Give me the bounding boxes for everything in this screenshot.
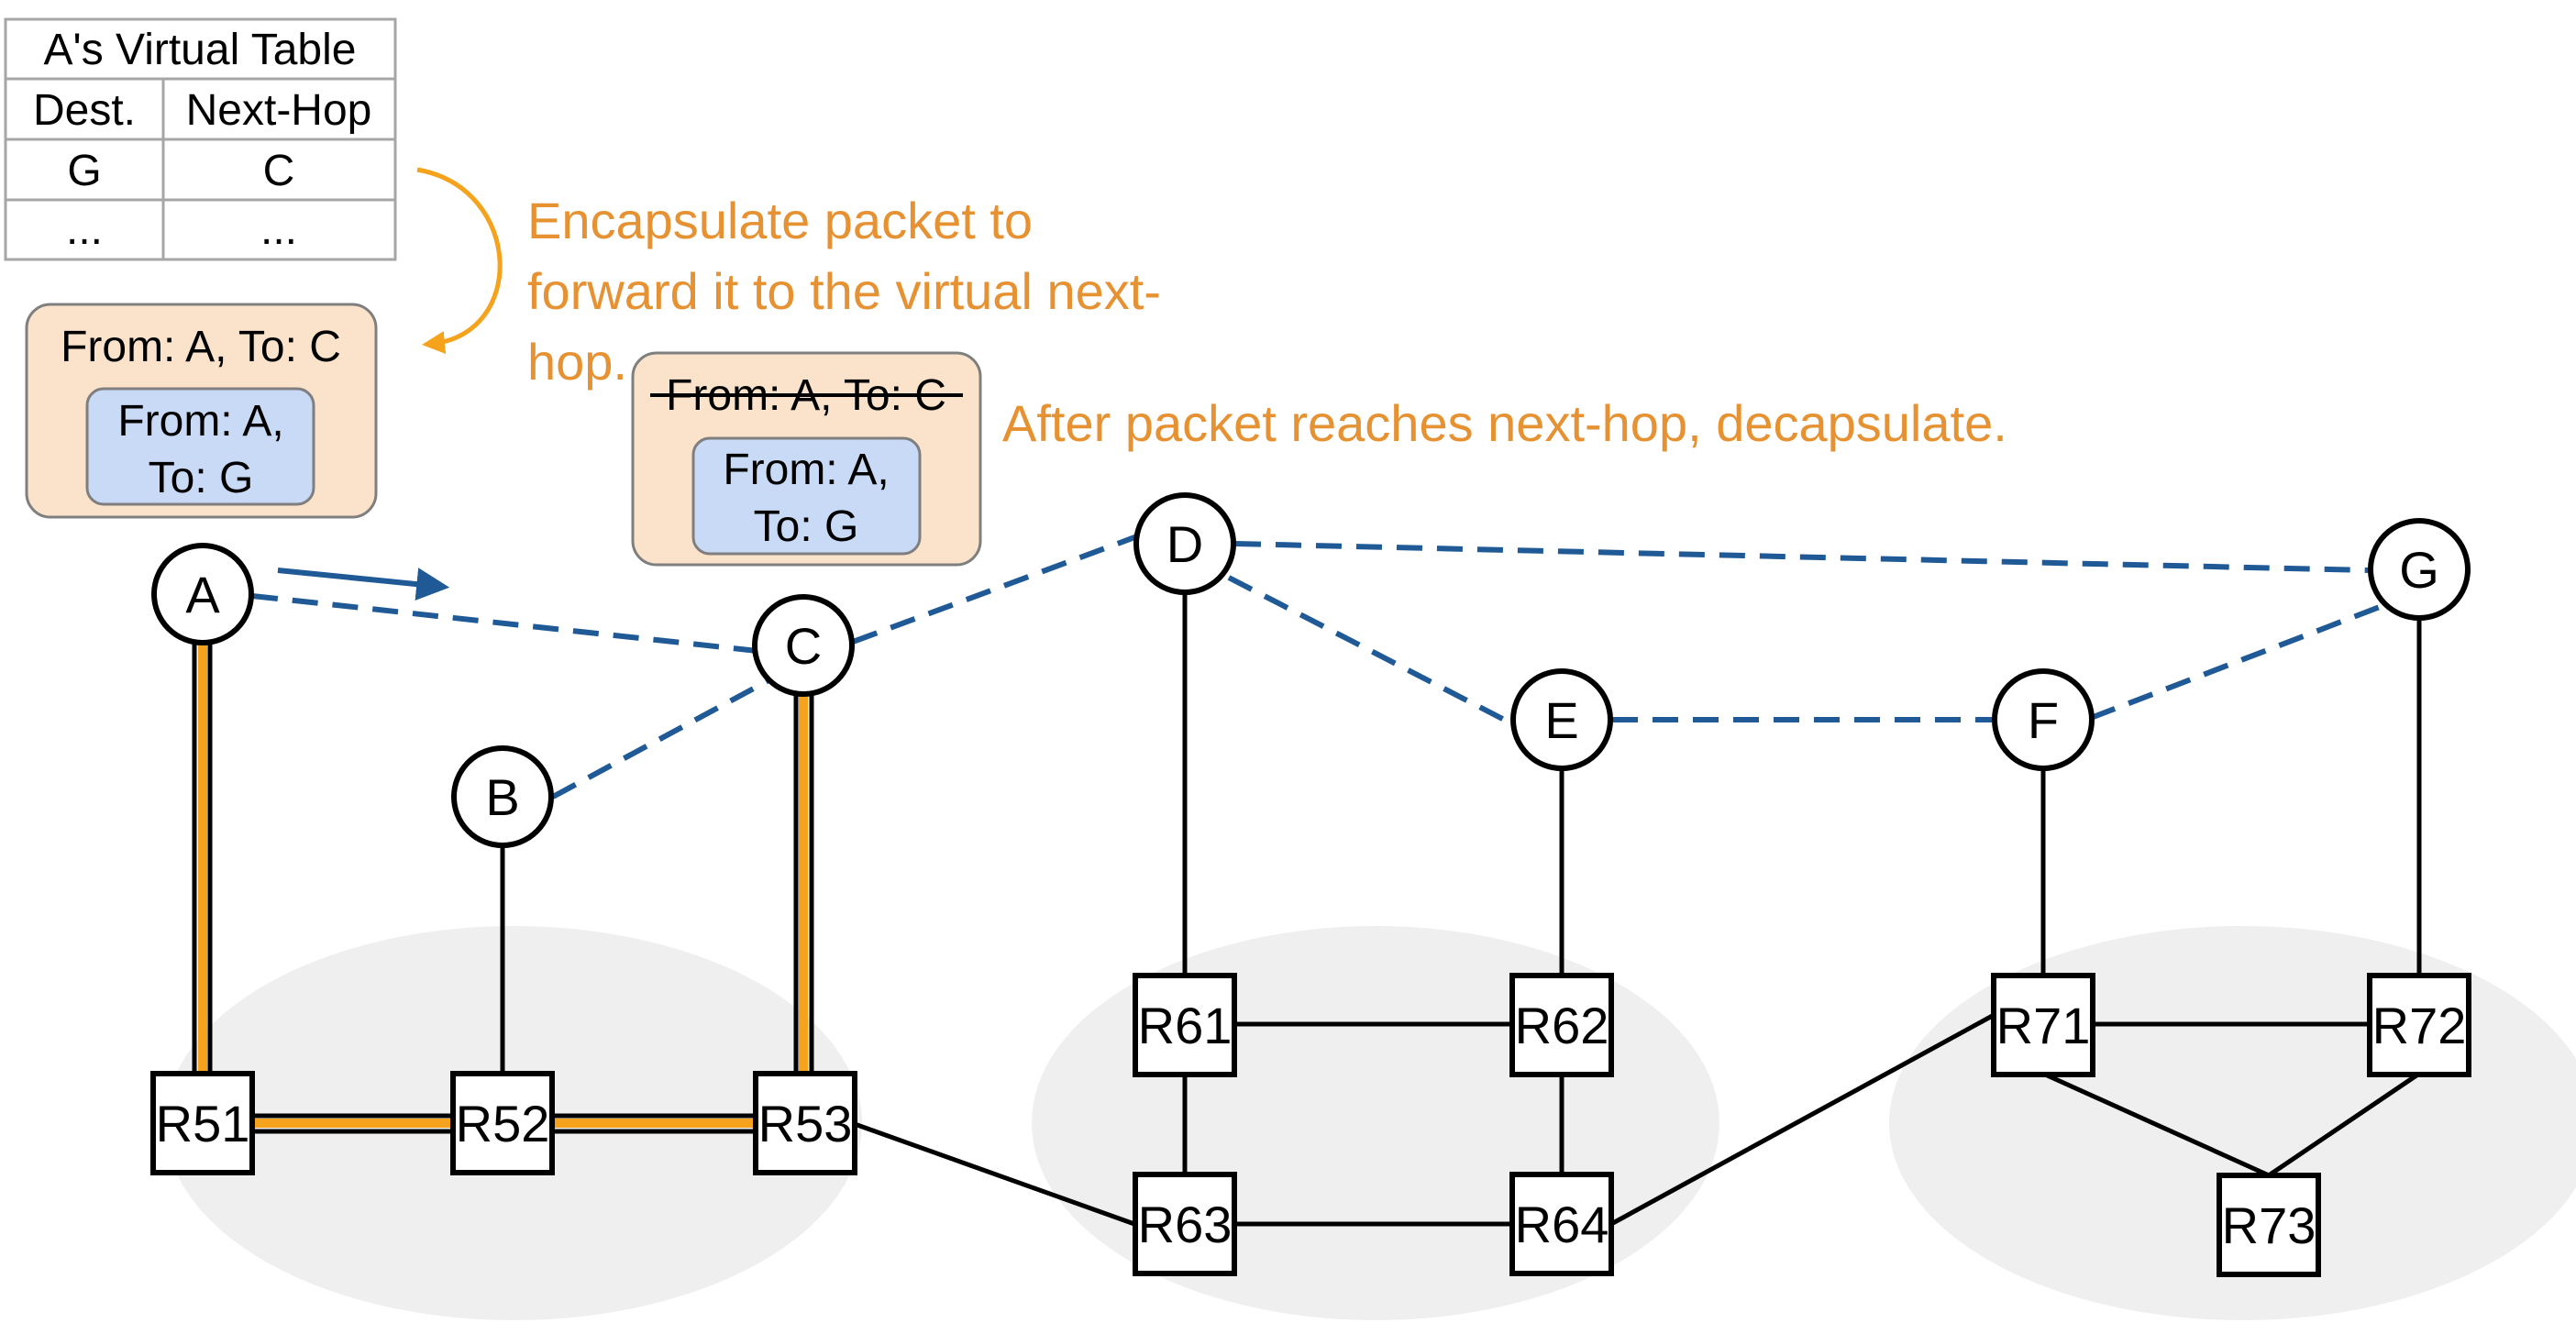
encapsulated-packet-inner-from: From: A, xyxy=(117,397,283,446)
router-R52 xyxy=(450,1071,555,1175)
decapsulated-packet-inner-to: To: G xyxy=(754,502,859,551)
node-F-label: F xyxy=(2028,691,2059,749)
virtual-table-cell-dest-more: ... xyxy=(66,205,103,254)
virtual-link-A-C xyxy=(251,593,758,654)
router-R71 xyxy=(1991,973,2095,1077)
node-A xyxy=(151,543,254,645)
decapsulate-note: After packet reaches next-hop, decapsula… xyxy=(1002,394,2007,452)
node-G-label: G xyxy=(2399,541,2439,599)
node-D-label: D xyxy=(1166,515,1203,573)
link-R53-R63 xyxy=(854,1121,1135,1227)
router-R64 xyxy=(1509,1172,1614,1276)
node-E xyxy=(1510,668,1613,771)
router-R51 xyxy=(150,1071,255,1175)
router-R53-label: R53 xyxy=(758,1095,853,1152)
overlay-nodes xyxy=(151,492,2471,848)
router-R52-label: R52 xyxy=(456,1095,550,1152)
virtual-link-F-G xyxy=(2089,602,2386,721)
router-R71-label: R71 xyxy=(1996,997,2091,1054)
encapsulated-packet-inner-to: To: G xyxy=(149,454,254,502)
router-R72 xyxy=(2367,973,2471,1077)
router-R61-label: R61 xyxy=(1138,997,1233,1054)
router-R63-label: R63 xyxy=(1138,1196,1233,1253)
encapsulate-arrow xyxy=(416,167,503,354)
router-R51-label: R51 xyxy=(156,1095,250,1152)
virtual-table: A's Virtual Table Dest. Next-Hop G C ...… xyxy=(4,17,397,261)
node-E-label: E xyxy=(1544,691,1578,749)
virtual-table-header-nexthop: Next-Hop xyxy=(186,86,372,135)
encapsulate-note-line3: hop. xyxy=(527,333,627,391)
router-R72-label: R72 xyxy=(2372,997,2467,1054)
router-R62 xyxy=(1509,973,1614,1077)
physical-links xyxy=(192,594,2422,1227)
forwarding-arrow xyxy=(277,568,450,601)
virtual-table-cell-nexthop-more: ... xyxy=(260,205,297,254)
link-R71-R73 xyxy=(2041,1071,2271,1178)
decapsulated-packet: From: A, To: C From: A, To: G xyxy=(631,351,982,567)
router-R61 xyxy=(1133,973,1237,1077)
encapsulated-packet: From: A, To: C From: A, To: G xyxy=(25,303,378,519)
router-R73 xyxy=(2217,1173,2321,1277)
encapsulated-packet-outer-header: From: A, To: C xyxy=(61,323,341,371)
node-B xyxy=(451,745,554,848)
encapsulate-note-line1: Encapsulate packet to xyxy=(527,192,1033,249)
virtual-link-D-G xyxy=(1234,541,2369,573)
virtual-table-title: A's Virtual Table xyxy=(44,26,357,74)
node-A-label: A xyxy=(185,566,220,623)
link-R64-R71 xyxy=(1609,1010,1999,1227)
node-D xyxy=(1133,492,1236,595)
link-R72-R73 xyxy=(2267,1071,2421,1178)
router-R64-label: R64 xyxy=(1515,1196,1609,1253)
encapsulate-note-line2: forward it to the virtual next- xyxy=(527,262,1161,320)
routers xyxy=(150,973,2471,1277)
router-R73-label: R73 xyxy=(2222,1196,2316,1254)
node-C-label: C xyxy=(785,617,822,675)
virtual-table-header-dest: Dest. xyxy=(33,86,136,135)
virtual-table-cell-nexthop: C xyxy=(263,147,295,195)
virtual-link-B-C xyxy=(551,676,774,799)
decapsulated-packet-inner-from: From: A, xyxy=(723,446,889,494)
virtual-links xyxy=(251,534,2386,799)
node-B-label: B xyxy=(485,768,519,826)
router-R62-label: R62 xyxy=(1515,997,1609,1054)
virtual-link-C-D xyxy=(851,534,1139,645)
node-F xyxy=(1992,668,2095,771)
virtual-link-D-E xyxy=(1227,575,1515,727)
router-R53 xyxy=(753,1071,857,1175)
router-R63 xyxy=(1133,1172,1237,1276)
node-G xyxy=(2368,518,2471,621)
node-C xyxy=(752,594,855,697)
virtual-table-cell-dest: G xyxy=(67,147,101,195)
